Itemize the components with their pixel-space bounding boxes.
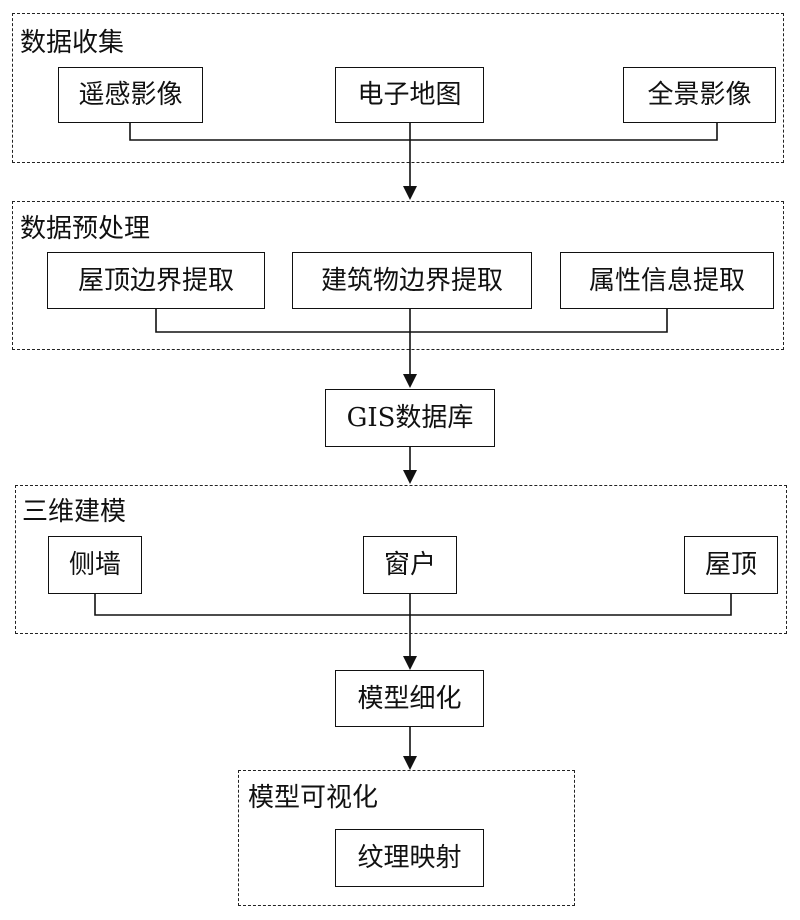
connector-collection-merge (129, 122, 718, 141)
roof-box: 屋顶 (684, 536, 778, 594)
data-collection-title: 数据收集 (20, 28, 125, 58)
arrowhead (403, 756, 417, 770)
remote-sensing-imagery-box: 遥感影像 (58, 67, 203, 123)
side-wall-box: 侧墙 (48, 536, 142, 594)
3d-modeling-title: 三维建模 (22, 497, 127, 527)
texture-mapping-box: 纹理映射 (335, 829, 484, 887)
connector-preprocessing-merge (155, 308, 668, 333)
preprocessing-group (12, 201, 784, 350)
panoramic-imagery-box: 全景影像 (623, 67, 776, 123)
electronic-map-box: 电子地图 (335, 67, 484, 123)
gis-database-box: GIS数据库 (325, 389, 495, 447)
roof-boundary-extraction-box: 屋顶边界提取 (47, 252, 265, 309)
arrowhead (403, 374, 417, 388)
attribute-extraction-box: 属性信息提取 (560, 252, 774, 309)
3d-modeling-group (15, 485, 787, 634)
arrowhead (403, 470, 417, 484)
window-box: 窗户 (363, 536, 457, 594)
connector-modeling-merge (94, 593, 732, 616)
visualization-group (238, 770, 575, 906)
model-refinement-box: 模型细化 (335, 670, 484, 727)
visualization-title: 模型可视化 (248, 783, 379, 813)
building-boundary-extraction-box: 建筑物边界提取 (292, 252, 532, 309)
data-collection-group (12, 13, 784, 163)
arrowhead (403, 656, 417, 670)
arrowhead (403, 186, 417, 200)
preprocessing-title: 数据预处理 (20, 214, 151, 244)
